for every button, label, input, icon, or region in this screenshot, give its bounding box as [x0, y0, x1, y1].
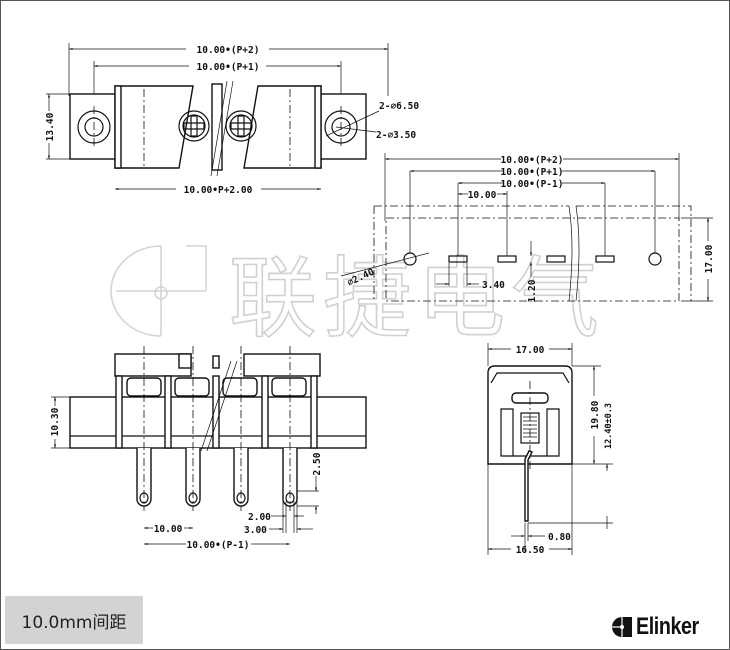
front-dim-pitch: 10.00 [154, 524, 183, 535]
pitch-label: 10.0mm间距 [5, 596, 143, 644]
side-dim-pin-thickness: 0.80 [548, 532, 571, 543]
front-dim-height: 10.30 [50, 407, 61, 436]
brand-logo: Elinker [611, 611, 713, 643]
front-view: 10.30 2.50 2.00 3.00 10.00 10.00•(P-1) [50, 346, 367, 551]
top-hole-inner-dia: 2-∅3.50 [376, 130, 416, 141]
watermark-logo-icon [110, 245, 207, 337]
pcb-dim-pins: 10.00•(P-1) [501, 179, 564, 190]
top-dim-holes: 10.00•(P+1) [197, 62, 260, 73]
pcb-dim-slot-length: 3.40 [482, 280, 505, 291]
pcb-dim-slot-width: 1.20 [527, 279, 538, 302]
brand-name: Elinker [636, 613, 699, 640]
front-dim-pins: 10.00•(P-1) [187, 540, 250, 551]
pcb-dim-holes: 10.00•(P+1) [501, 167, 564, 178]
top-view: 10.00•(P+2) 10.00•(P+1) 2-∅6.50 2-∅3.50 … [45, 43, 419, 196]
side-dim-pin-length: 12.40±0.3 [604, 403, 614, 449]
pins [136, 448, 298, 507]
side-dim-height: 19.80 [590, 400, 601, 429]
pcb-dim-pitch: 10.00 [468, 190, 497, 201]
top-dim-body: 10.00•P+2.00 [184, 185, 253, 196]
top-dim-height: 13.40 [45, 112, 56, 141]
side-dim-top: 17.00 [516, 345, 545, 356]
front-dim-slot-width: 2.00 [248, 512, 271, 523]
terminal-cells [115, 375, 318, 449]
pcb-dim-overall: 10.00•(P+2) [501, 155, 564, 166]
pcb-dim-height: 17.00 [704, 244, 715, 273]
front-dim-pin-slot: 2.50 [312, 452, 323, 475]
pcb-layout-view: 10.00•(P+2) 10.00•(P+1) 10.00•(P-1) 10.0… [340, 153, 715, 302]
side-view: 17.00 19.80 12.40±0.3 0.80 16.50 [487, 343, 614, 556]
front-dim-pin-width: 3.00 [244, 525, 267, 536]
top-dim-overall: 10.00•(P+2) [197, 45, 260, 56]
top-hole-outer-dia: 2-∅6.50 [379, 101, 419, 112]
side-dim-bottom: 16.50 [516, 545, 545, 556]
elinker-logo-icon [612, 617, 632, 637]
